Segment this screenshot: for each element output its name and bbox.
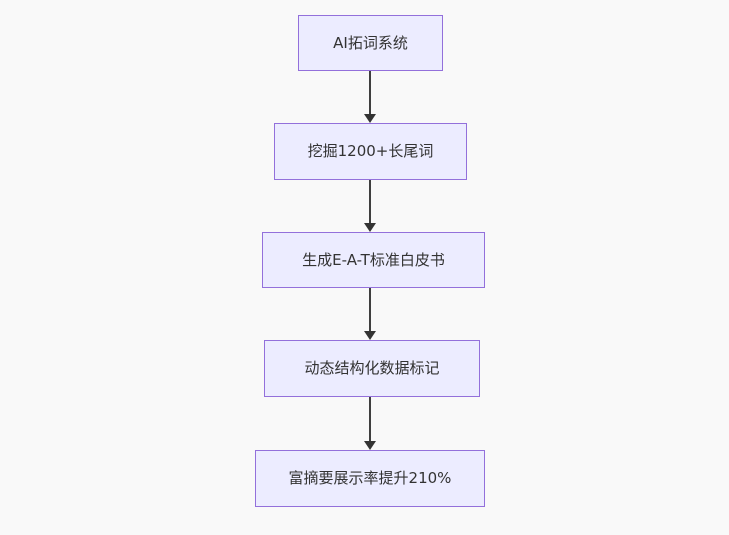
arrow-line	[369, 180, 371, 223]
flow-arrow-4	[364, 397, 376, 450]
flowchart-node-longtail-mining: 挖掘1200+长尾词	[274, 123, 467, 180]
arrow-head-icon	[364, 441, 376, 450]
arrow-head-icon	[364, 223, 376, 232]
flowchart-node-ai-expansion: AI拓词系统	[298, 15, 443, 71]
node-label: 富摘要展示率提升210%	[288, 469, 452, 487]
arrow-line	[369, 288, 371, 331]
node-label: 生成E-A-T标准白皮书	[302, 250, 445, 269]
flowchart-node-structured-data: 动态结构化数据标记	[264, 340, 480, 397]
flow-arrow-2	[364, 180, 376, 232]
flowchart-node-eat-whitepaper: 生成E-A-T标准白皮书	[262, 232, 485, 288]
arrow-line	[369, 71, 371, 114]
flow-arrow-1	[364, 71, 376, 123]
arrow-head-icon	[364, 114, 376, 123]
node-label: 挖掘1200+长尾词	[307, 142, 434, 160]
flowchart-node-rich-snippet-result: 富摘要展示率提升210%	[255, 450, 485, 507]
node-label: AI拓词系统	[333, 33, 408, 52]
arrow-line	[369, 397, 371, 441]
flow-arrow-3	[364, 288, 376, 340]
node-label: 动态结构化数据标记	[304, 359, 440, 377]
arrow-head-icon	[364, 331, 376, 340]
